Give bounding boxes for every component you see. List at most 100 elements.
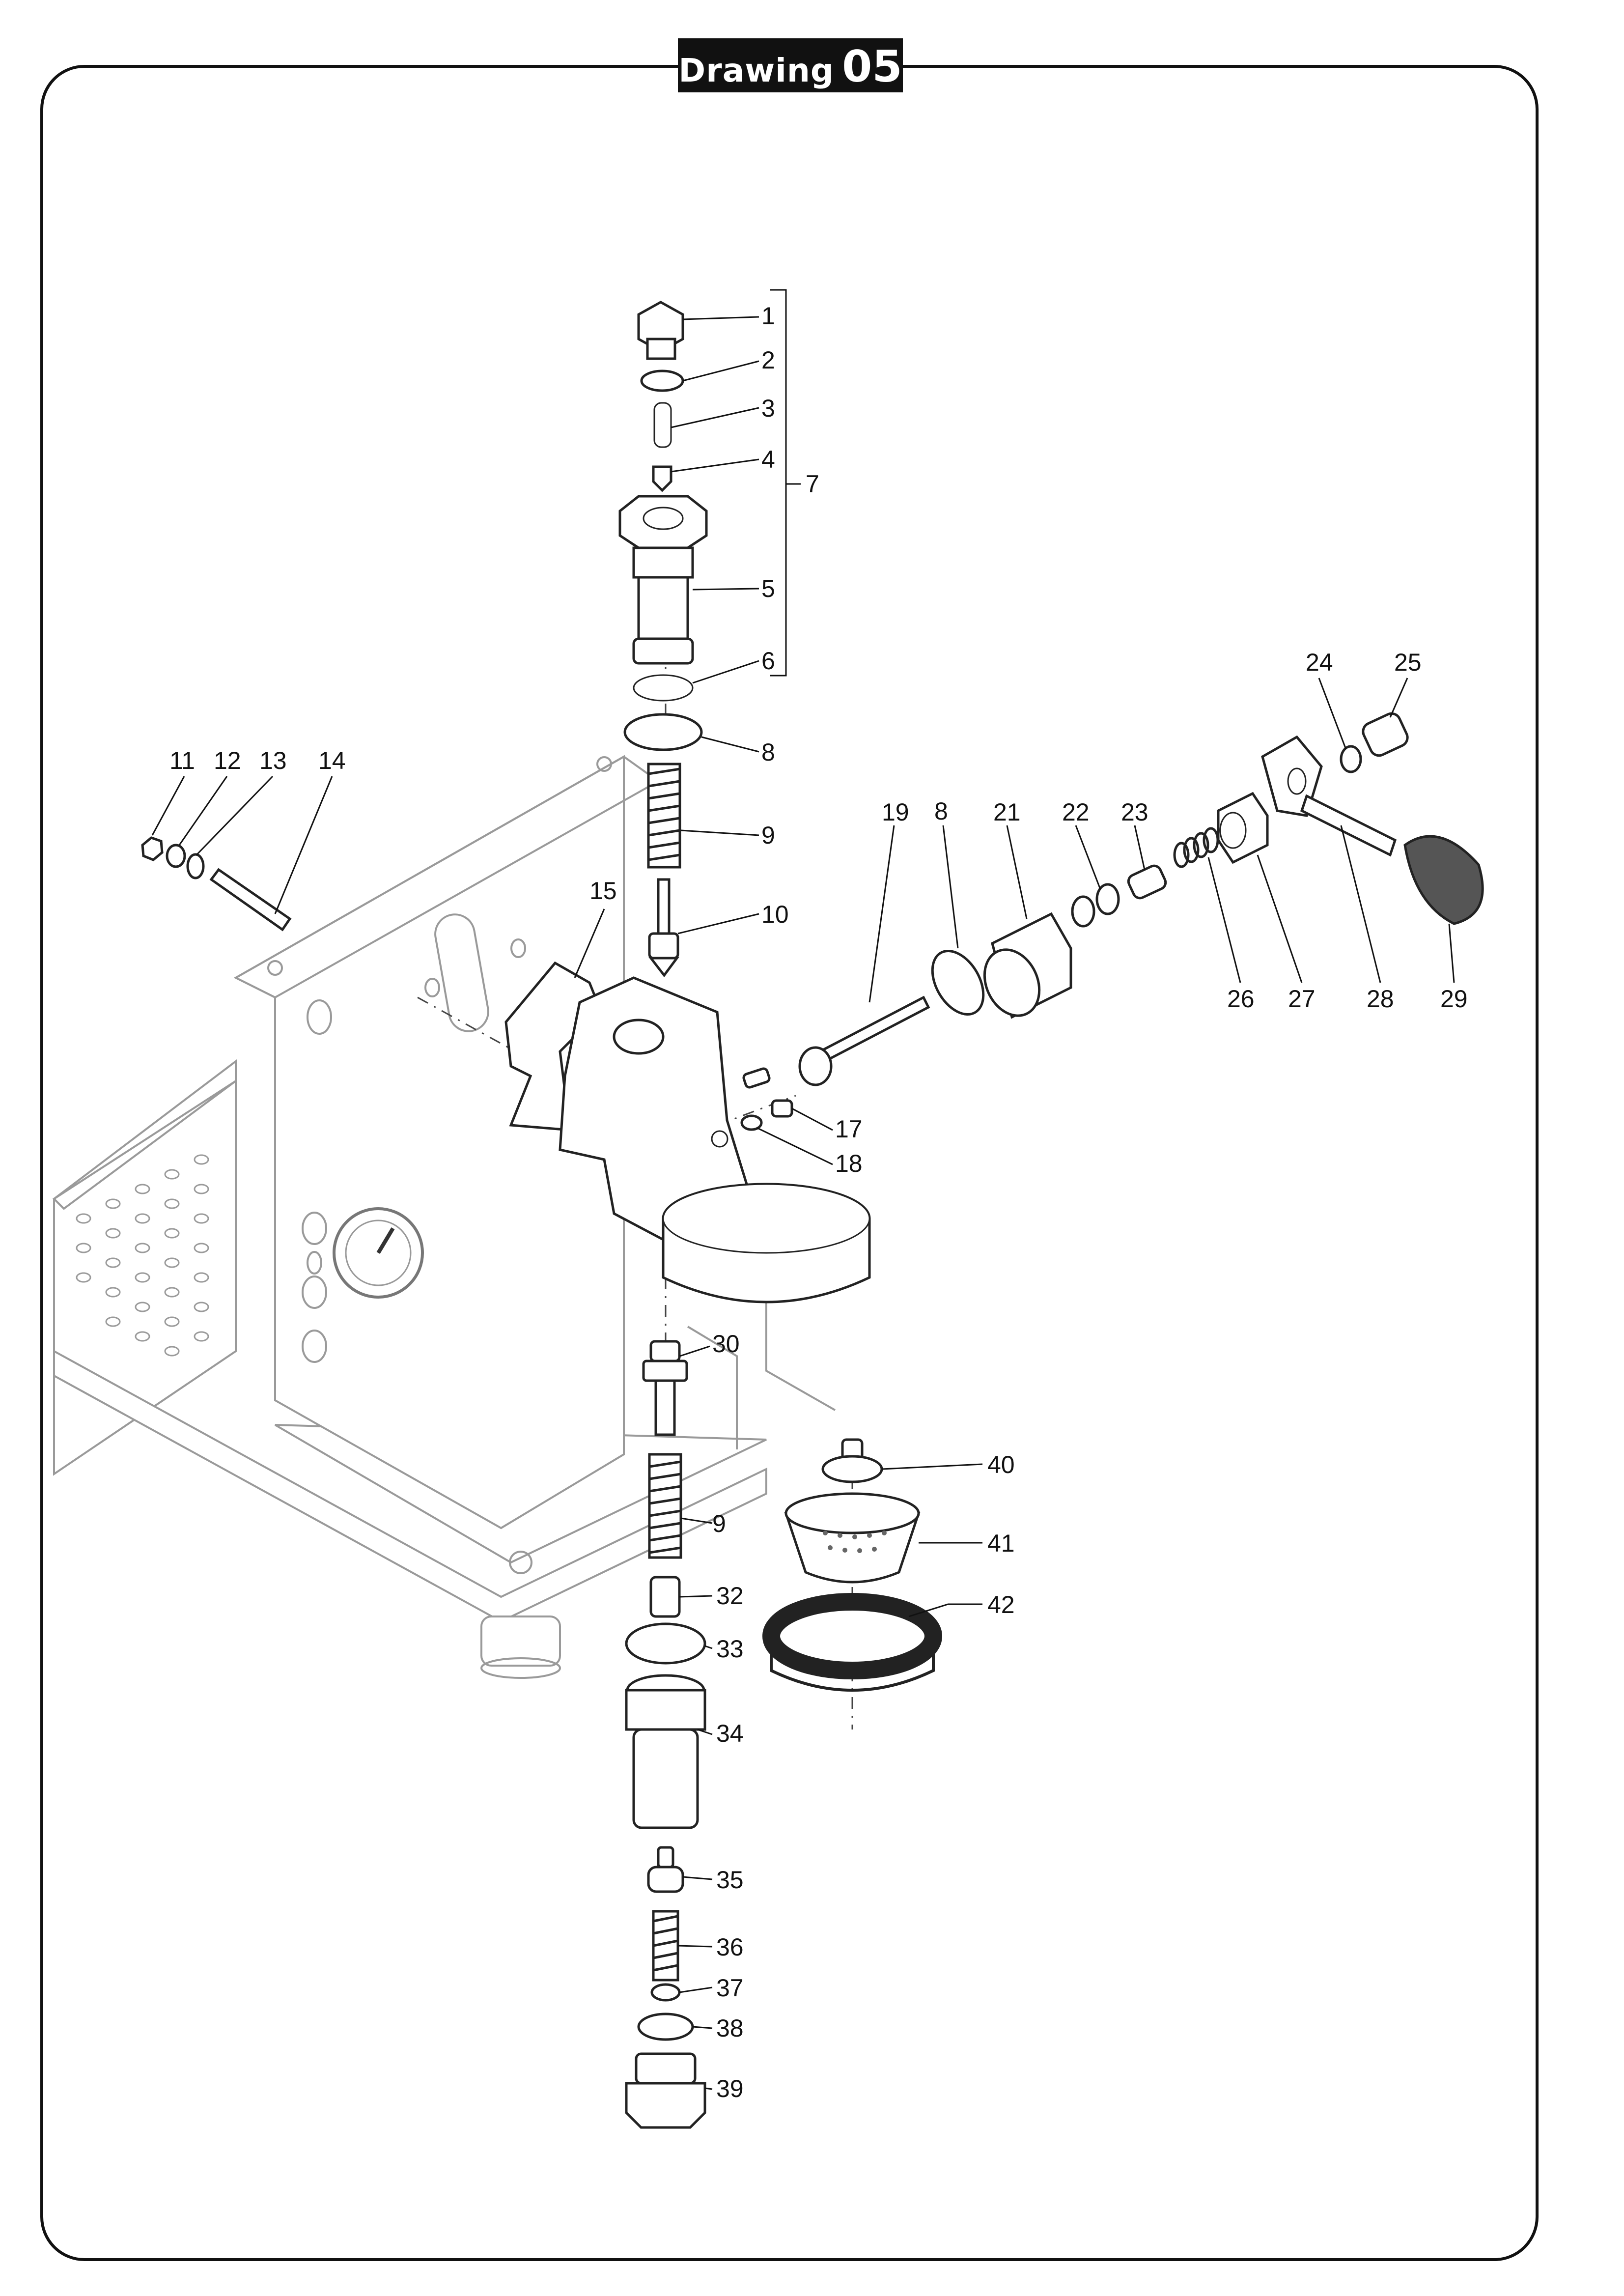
part-5-thread: [632, 546, 694, 579]
carrier-line: [687, 1326, 738, 1449]
foot-base: [480, 1657, 561, 1679]
part-8-gasket: [623, 713, 703, 751]
callout-38: 38: [716, 2014, 744, 2042]
callout-40: 40: [987, 1451, 1015, 1478]
part-34-thread: [625, 1689, 706, 1731]
panel-hole: [307, 999, 332, 1035]
part-12-washer: [166, 844, 186, 868]
part-5-bore: [643, 507, 684, 530]
callout-33: 33: [716, 1635, 744, 1663]
callout-11: 11: [169, 747, 195, 774]
part-37-washer: [650, 1983, 681, 2002]
bracket-7: [770, 289, 787, 677]
callout-37: 37: [716, 1974, 744, 2002]
part-22-washer: [1071, 895, 1095, 928]
panel-slot: [434, 913, 489, 1032]
part-36-spring: [652, 1910, 679, 1982]
callout-32: 32: [716, 1582, 744, 1610]
part-30-collar: [642, 1360, 688, 1382]
part-9-spring-upper: [647, 763, 681, 869]
part-39-nut: [625, 2082, 706, 2129]
part-13-washer: [186, 853, 205, 879]
group-base-top: [662, 1183, 870, 1254]
lower-valve-assembly: [625, 1340, 706, 2129]
callout-3: 3: [761, 395, 775, 422]
title-word: Drawing: [678, 52, 835, 89]
title-number: 05: [842, 41, 902, 92]
part-41-rim: [784, 1492, 920, 1534]
part-17-screw: [771, 1099, 793, 1118]
callout-8-side: 8: [934, 797, 948, 825]
callout-34: 34: [716, 1720, 744, 1747]
callout-15: 15: [589, 877, 617, 905]
callout-9-lower: 9: [712, 1510, 726, 1537]
callout-8: 8: [761, 738, 775, 766]
callout-4: 4: [761, 446, 775, 473]
callout-2: 2: [761, 346, 775, 374]
callout-39: 39: [716, 2075, 744, 2102]
panel-hole: [302, 1330, 327, 1363]
part-28-hole: [1287, 767, 1307, 795]
part-42-group-gasket: [762, 1593, 942, 1679]
part-22-washer-b: [1095, 883, 1120, 915]
callout-18: 18: [835, 1150, 863, 1177]
panel-hole: [510, 938, 526, 958]
part-10-stem: [657, 878, 671, 935]
machine-foot: [480, 1616, 561, 1667]
part-29-knob: [1403, 835, 1484, 925]
callout-10: 10: [761, 901, 789, 928]
part-32-plug: [649, 1576, 681, 1618]
part-21-face: [983, 948, 1041, 1017]
callout-26: 26: [1227, 985, 1255, 1013]
callout-41: 41: [987, 1530, 1015, 1557]
callout-24: 24: [1306, 649, 1333, 676]
frame-bolt: [509, 1551, 532, 1574]
drip-tray-holes: [76, 1154, 209, 1357]
part-23-seat: [1127, 864, 1167, 900]
callout-30: 30: [712, 1330, 740, 1358]
panel-hole: [302, 1276, 327, 1309]
part-2-washer: [640, 369, 684, 392]
leader-lines: [151, 316, 1455, 2090]
callout-22: 22: [1062, 798, 1090, 826]
callout-35: 35: [716, 1866, 744, 1894]
left-fastener-set: [141, 836, 292, 932]
panel-hole: [307, 1251, 322, 1275]
part-19-head: [798, 1046, 833, 1086]
part-35-stem: [657, 1846, 674, 1869]
part-26-spring: [1173, 827, 1219, 868]
part-15-bracket: [504, 961, 601, 1132]
part-14-stud: [209, 868, 292, 932]
callout-7: 7: [806, 470, 819, 498]
shower-parts: [762, 1438, 942, 1692]
callout-5: 5: [761, 575, 775, 602]
part-9-spring-lower: [648, 1453, 682, 1559]
part-24-circlip: [1340, 745, 1362, 773]
base-frame: [53, 1349, 767, 1623]
callout-25: 25: [1394, 649, 1422, 676]
part-25-sleeve: [1362, 712, 1409, 757]
callout-17: 17: [835, 1115, 863, 1143]
part-3-filter: [653, 402, 672, 448]
callout-28: 28: [1367, 985, 1394, 1013]
top-valve-assembly: [618, 301, 708, 978]
part-40-washer: [821, 1455, 883, 1483]
part-42-side: [770, 1639, 935, 1692]
callout-21: 21: [993, 798, 1021, 826]
callout-42: 42: [987, 1591, 1015, 1618]
pressure-gauge-icon: [333, 1207, 424, 1299]
part-11-nut: [141, 836, 164, 861]
part-33-gasket: [625, 1622, 706, 1665]
part-4-pin: [652, 465, 672, 492]
part-30-stem: [654, 1379, 676, 1436]
callout-36: 36: [716, 1933, 744, 1961]
group-head: [504, 961, 871, 1304]
callout-27: 27: [1288, 985, 1316, 1013]
callout-13: 13: [259, 747, 287, 774]
callout-14: 14: [318, 747, 346, 774]
drip-tray-lip: [52, 1080, 237, 1210]
part-10-tip: [648, 957, 679, 978]
callout-6: 6: [761, 647, 775, 675]
